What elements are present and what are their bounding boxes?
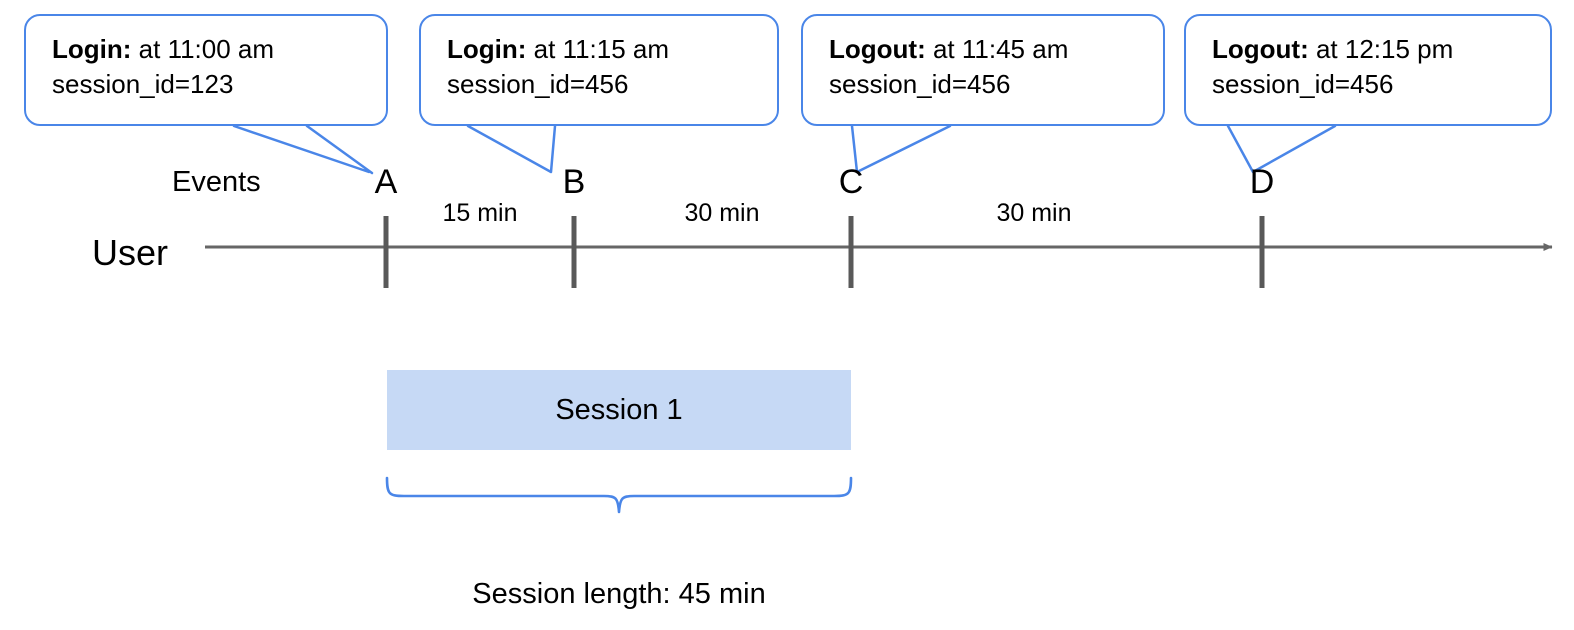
callout-b[interactable]: Login: at 11:15 am session_id=456: [419, 14, 779, 126]
tick-label-d: D: [1249, 163, 1275, 201]
callout-c[interactable]: Logout: at 11:45 am session_id=456: [801, 14, 1165, 126]
callout-b-time: at 11:15 am: [533, 34, 670, 64]
callout-b-line1: Login: at 11:15 am: [447, 32, 777, 67]
callout-d-time: at 12:15 pm: [1315, 34, 1454, 64]
callout-b-event: Login:: [447, 34, 527, 64]
user-row-label: User: [92, 232, 169, 273]
callout-c-time: at 11:45 am: [932, 34, 1069, 64]
callout-tail-a: [232, 124, 374, 175]
session-brace: [385, 476, 853, 514]
session-bar-label: Session 1: [555, 393, 683, 426]
callout-tail-d: [1226, 124, 1337, 174]
callout-c-session: session_id=456: [829, 68, 1011, 99]
tick-label-a: A: [374, 163, 398, 201]
session-length-caption: Session length: 45 min: [472, 578, 766, 610]
duration-label-ab: 15 min: [442, 199, 518, 227]
callout-b-session: session_id=456: [447, 68, 629, 99]
duration-label-cd: 30 min: [996, 199, 1072, 227]
callout-a-event: Login:: [52, 34, 132, 64]
callout-a-time: at 11:00 am: [138, 34, 275, 64]
duration-label-bc: 30 min: [684, 199, 760, 227]
callout-d-session: session_id=456: [1212, 68, 1394, 99]
callout-a[interactable]: Login: at 11:00 am session_id=123: [24, 14, 388, 126]
tick-label-c: C: [838, 163, 864, 201]
events-row-label: Events: [172, 166, 261, 198]
callout-d[interactable]: Logout: at 12:15 pm session_id=456: [1184, 14, 1552, 126]
callout-d-line1: Logout: at 12:15 pm: [1212, 32, 1550, 67]
callout-tail-b: [466, 124, 557, 174]
callout-c-event: Logout:: [829, 34, 926, 64]
callout-d-event: Logout:: [1212, 34, 1309, 64]
callout-tail-c: [850, 124, 952, 174]
callout-a-line1: Login: at 11:00 am: [52, 32, 386, 67]
tick-label-b: B: [562, 163, 586, 201]
callout-c-line1: Logout: at 11:45 am: [829, 32, 1163, 67]
callout-a-session: session_id=123: [52, 68, 234, 99]
session-bar-1[interactable]: Session 1: [387, 370, 851, 450]
